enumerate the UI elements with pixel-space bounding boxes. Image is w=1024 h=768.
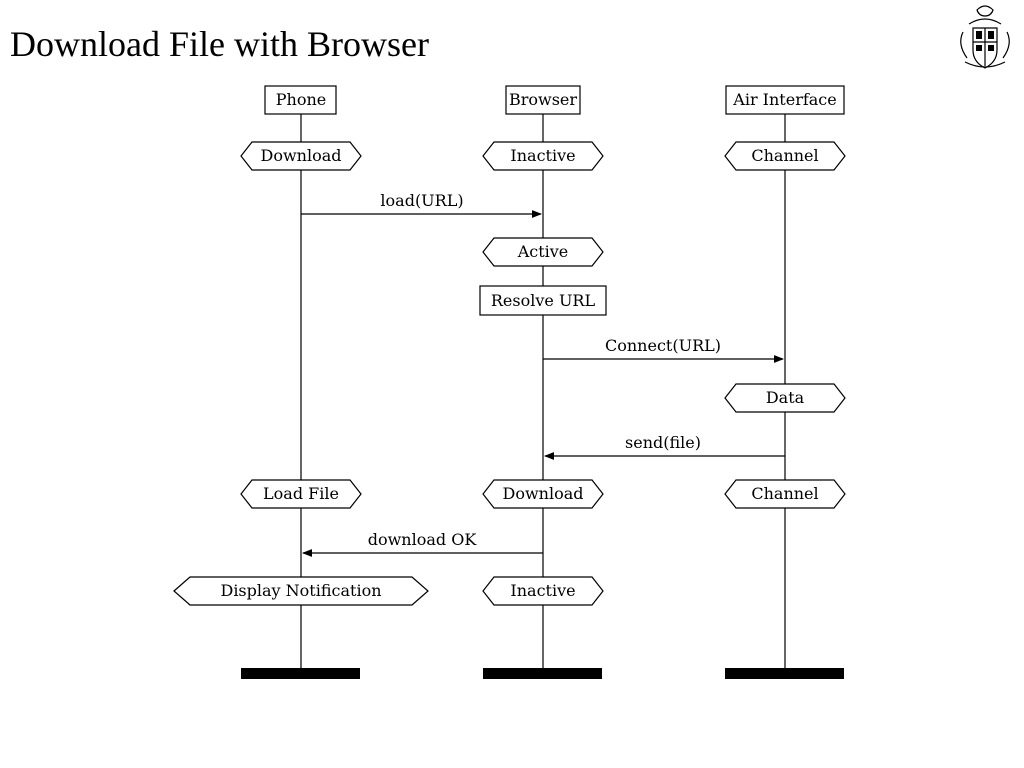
state-air-channel-2: Channel xyxy=(724,479,846,509)
action-label: Resolve URL xyxy=(491,291,596,310)
state-browser-active: Active xyxy=(482,237,604,267)
message-label: Connect(URL) xyxy=(605,336,721,355)
instance-end-browser xyxy=(483,668,602,679)
instance-end-phone xyxy=(241,668,360,679)
state-label: Display Notification xyxy=(220,581,381,600)
state-label: Download xyxy=(503,484,584,503)
university-crest-icon xyxy=(960,5,1010,69)
state-label: Download xyxy=(261,146,342,165)
message-label: download OK xyxy=(368,530,478,549)
state-air-data: Data xyxy=(724,383,846,413)
instance-browser: Browser xyxy=(505,85,581,115)
state-browser-inactive-2: Inactive xyxy=(482,576,604,606)
state-phone-display-notification: Display Notification xyxy=(173,576,429,606)
state-phone-download: Download xyxy=(240,141,362,171)
state-label: Inactive xyxy=(510,146,575,165)
instance-browser-label: Browser xyxy=(509,90,577,109)
state-label: Channel xyxy=(751,146,818,165)
instance-air-interface-label: Air Interface xyxy=(732,90,836,109)
instance-end-air-interface xyxy=(725,668,844,679)
message-label: send(file) xyxy=(625,433,701,452)
state-browser-inactive: Inactive xyxy=(482,141,604,171)
state-air-channel: Channel xyxy=(724,141,846,171)
state-phone-load-file: Load File xyxy=(240,479,362,509)
message-load-url: load(URL) xyxy=(301,191,541,214)
instance-phone: Phone xyxy=(264,85,337,115)
state-label: Inactive xyxy=(510,581,575,600)
state-label: Active xyxy=(517,242,569,261)
state-label: Data xyxy=(766,388,805,407)
action-resolve-url: Resolve URL xyxy=(479,285,607,316)
state-label: Load File xyxy=(263,484,339,503)
instance-air-interface: Air Interface xyxy=(725,85,845,115)
message-connect-url: Connect(URL) xyxy=(543,336,783,359)
state-label: Channel xyxy=(751,484,818,503)
message-label: load(URL) xyxy=(380,191,463,210)
slide-title: Download File with Browser xyxy=(10,24,429,64)
instance-phone-label: Phone xyxy=(276,90,326,109)
message-download-ok: download OK xyxy=(303,530,543,553)
state-browser-download: Download xyxy=(482,479,604,509)
message-send-file: send(file) xyxy=(545,433,785,456)
